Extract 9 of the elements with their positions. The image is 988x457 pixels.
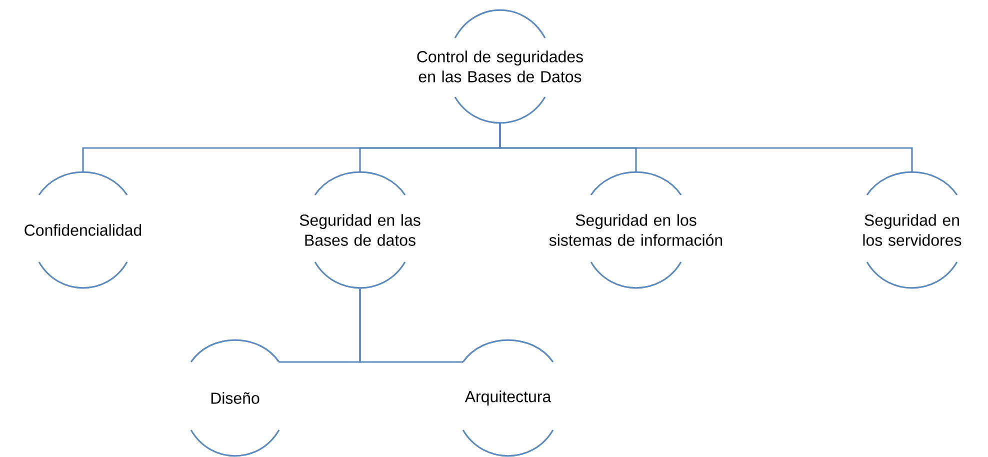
bracket-node: Seguridad en los sistemas de información bbox=[549, 171, 722, 289]
bracket-node: Seguridad en las Bases de datos bbox=[300, 171, 420, 289]
bracket-node: Arquitectura bbox=[462, 339, 554, 457]
connector-line bbox=[499, 123, 913, 172]
bracket-node: Seguridad en los servidores bbox=[863, 171, 962, 289]
bracket-node: Control de seguridades en las Bases de Datos bbox=[417, 9, 583, 124]
bracket-node: Confidencialidad bbox=[24, 171, 142, 289]
bracket-node: Diseño bbox=[190, 339, 280, 457]
connector-line bbox=[359, 288, 463, 363]
